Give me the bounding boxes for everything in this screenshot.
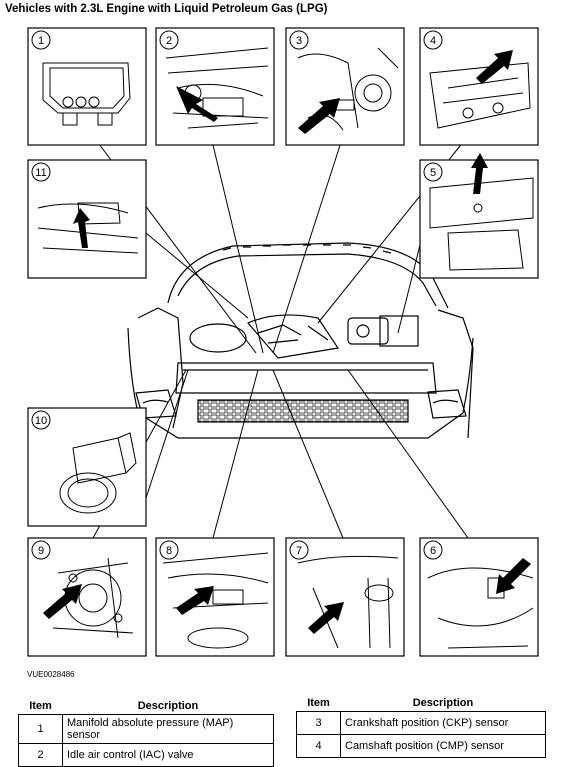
legend-item-number: 2 — [18, 743, 63, 767]
callout-circle-3 — [289, 30, 309, 50]
callout-circle-2 — [159, 30, 179, 50]
figure-code: VUE0028486 — [27, 670, 75, 679]
table-row: 4 Camshaft position (CMP) sensor — [296, 734, 546, 758]
detail-panel-2 — [155, 27, 275, 146]
callout-circle-9 — [31, 540, 51, 560]
callout-circles — [31, 30, 443, 560]
detail-panel-10 — [27, 407, 147, 527]
pointer-arrows — [43, 50, 531, 634]
callout-number-4: 4 — [430, 35, 436, 47]
callout-number-10: 10 — [35, 415, 47, 427]
legend-item-number: 4 — [296, 734, 341, 758]
page-heading: Vehicles with 2.3L Engine with Liquid Pe… — [5, 3, 328, 15]
legend-table-right: Item Description 3 Crankshaft position (… — [296, 694, 546, 758]
callout-number-7: 7 — [296, 545, 302, 557]
callout-circle-4 — [423, 30, 443, 50]
legend-item-description: Manifold absolute pressure (MAP) sensor — [62, 714, 274, 744]
leader-lines — [92, 135, 469, 539]
engine-bay-diagram: 1 2 3 4 11 5 10 9 8 7 6 — [27, 27, 539, 657]
callout-number-11: 11 — [35, 167, 46, 179]
table-row: 2 Idle air control (IAC) valve — [18, 743, 274, 767]
legend-item-number: 3 — [296, 711, 341, 735]
detail-panel-6 — [419, 537, 539, 657]
callout-number-2: 2 — [166, 35, 172, 47]
callout-number-1: 1 — [38, 35, 44, 47]
legend-header-item: Item — [296, 694, 341, 712]
detail-panel-7 — [285, 537, 405, 657]
callout-circle-7 — [289, 540, 309, 560]
legend-item-description: Crankshaft position (CKP) sensor — [340, 711, 546, 735]
callout-number-8: 8 — [166, 545, 172, 557]
callout-circle-8 — [159, 540, 179, 560]
legend-item-description: Camshaft position (CMP) sensor — [340, 734, 546, 758]
legend-item-number: 1 — [18, 714, 63, 744]
legend-header-description: Description — [340, 694, 546, 712]
front-grille — [197, 399, 409, 423]
legend-header-item: Item — [18, 697, 63, 715]
callout-circle-5 — [423, 162, 443, 182]
table-row: 1 Manifold absolute pressure (MAP) senso… — [18, 714, 274, 744]
detail-panel-9 — [27, 537, 147, 657]
legend-header-description: Description — [62, 697, 274, 715]
callout-number-9: 9 — [38, 545, 44, 557]
vehicle-front-view — [127, 242, 474, 439]
callout-circle-6 — [423, 540, 443, 560]
callout-number-5: 5 — [430, 167, 436, 179]
table-row: 3 Crankshaft position (CKP) sensor — [296, 711, 546, 735]
callout-circle-1 — [31, 30, 51, 50]
detail-panel-4 — [419, 27, 539, 146]
callout-number-6: 6 — [430, 545, 436, 557]
legend-item-description: Idle air control (IAC) valve — [62, 743, 274, 767]
detail-panel-1 — [27, 27, 147, 146]
callout-number-3: 3 — [296, 35, 302, 47]
callout-circle-11 — [31, 162, 51, 182]
callout-circle-10 — [31, 410, 51, 430]
